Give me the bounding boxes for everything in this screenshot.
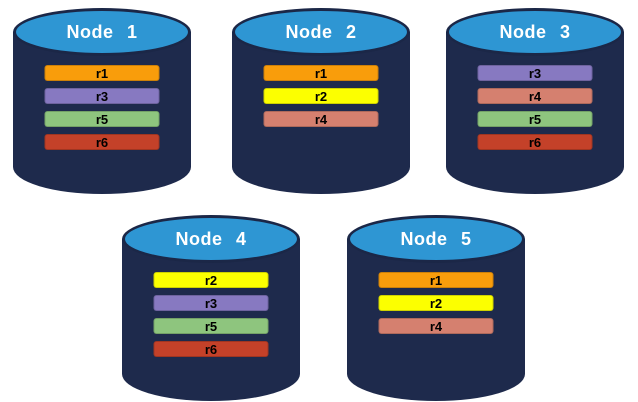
cylinder-top: Node 3 (446, 8, 624, 56)
node-title: Node 2 (285, 21, 357, 42)
record-label: r4 (429, 318, 443, 334)
record-label: r1 (429, 272, 443, 288)
cylinder-top: Node 2 (232, 8, 410, 56)
db-node-1: Node 1 r1 r3 r5 r6 (13, 8, 191, 194)
record-label: r5 (528, 111, 542, 127)
record-bar: r5 (153, 318, 269, 334)
record-list: r3 r4 r5 r6 (477, 65, 593, 150)
db-node-5: Node 5 r1 r2 r4 (347, 215, 525, 401)
record-label: r3 (95, 88, 109, 104)
db-node-3: Node 3 r3 r4 r5 r6 (446, 8, 624, 194)
record-bar: r2 (378, 295, 494, 311)
record-bar: r2 (263, 88, 379, 104)
node-title: Node 1 (66, 21, 138, 42)
record-bar: r5 (477, 111, 593, 127)
record-list: r2 r3 r5 r6 (153, 272, 269, 357)
cylinder-top: Node 1 (13, 8, 191, 56)
record-list: r1 r3 r5 r6 (44, 65, 160, 150)
record-bar: r4 (263, 111, 379, 127)
record-bar: r6 (153, 341, 269, 357)
record-label: r6 (95, 134, 109, 150)
db-node-2: Node 2 r1 r2 r4 (232, 8, 410, 194)
record-label: r4 (314, 111, 328, 127)
node-title: Node 5 (400, 228, 472, 249)
record-list: r1 r2 r4 (378, 272, 494, 334)
record-label: r6 (528, 134, 542, 150)
node-title: Node 4 (175, 228, 247, 249)
cylinder-top: Node 5 (347, 215, 525, 263)
record-label: r2 (204, 272, 218, 288)
record-bar: r3 (153, 295, 269, 311)
record-label: r3 (528, 65, 542, 81)
record-bar: r1 (263, 65, 379, 81)
record-bar: r4 (378, 318, 494, 334)
record-bar: r2 (153, 272, 269, 288)
record-bar: r1 (44, 65, 160, 81)
record-bar: r3 (44, 88, 160, 104)
cylinder-top: Node 4 (122, 215, 300, 263)
record-label: r1 (314, 65, 328, 81)
record-label: r5 (95, 111, 109, 127)
node-title: Node 3 (499, 21, 571, 42)
record-label: r4 (528, 88, 542, 104)
record-bar: r1 (378, 272, 494, 288)
record-bar: r5 (44, 111, 160, 127)
record-bar: r3 (477, 65, 593, 81)
record-bar: r4 (477, 88, 593, 104)
record-label: r1 (95, 65, 109, 81)
record-bar: r6 (44, 134, 160, 150)
record-list: r1 r2 r4 (263, 65, 379, 127)
record-bar: r6 (477, 134, 593, 150)
record-label: r2 (429, 295, 443, 311)
db-node-4: Node 4 r2 r3 r5 r6 (122, 215, 300, 401)
record-label: r3 (204, 295, 218, 311)
record-label: r6 (204, 341, 218, 357)
record-label: r2 (314, 88, 328, 104)
record-label: r5 (204, 318, 218, 334)
